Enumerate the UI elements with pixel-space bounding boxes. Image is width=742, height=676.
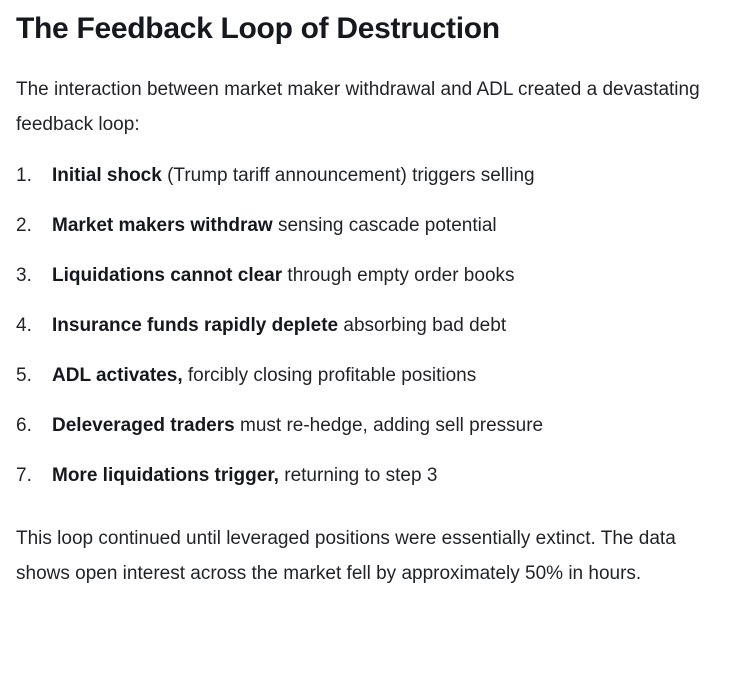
list-item: 7. More liquidations trigger, returning t… (16, 461, 726, 511)
list-item-lead: ADL activates, (52, 365, 183, 386)
list-item-rest: through empty order books (282, 265, 515, 286)
list-item-marker: 3. (16, 265, 32, 286)
intro-paragraph: The interaction between market maker wit… (16, 79, 700, 135)
list-item-marker: 2. (16, 215, 32, 236)
list-item-lead: Deleveraged traders (52, 415, 235, 436)
list-item-marker: 4. (16, 315, 32, 336)
list-item-lead: Market makers withdraw (52, 215, 273, 236)
list-item-marker: 1. (16, 165, 32, 186)
list-item-lead: Liquidations cannot clear (52, 265, 283, 286)
list-item-marker: 5. (16, 365, 32, 386)
list-item: 2. Market makers withdraw sensing cascade… (16, 211, 726, 261)
list-item: 3. Liquidations cannot clear through empt… (16, 261, 726, 311)
list-item-lead: Insurance funds rapidly deplete (52, 315, 339, 336)
list-item-marker: 7. (16, 465, 32, 486)
list-item-marker: 6. (16, 415, 32, 436)
list-item-rest: must re-hedge, adding sell pressure (234, 415, 544, 436)
list-item: 6. Deleveraged traders must re-hedge, add… (16, 411, 726, 461)
list-item: 5. ADL activates, forcibly closing profit… (16, 361, 726, 411)
list-item-rest: absorbing bad debt (338, 315, 507, 336)
closing-paragraph: This loop continued until leveraged posi… (16, 528, 676, 584)
list-item: 4. Insurance funds rapidly deplete absorb… (16, 311, 726, 361)
list-item-rest: forcibly closing profitable positions (182, 365, 477, 386)
list-item-rest: sensing cascade potential (272, 215, 497, 236)
list-item-lead: Initial shock (52, 165, 162, 186)
page-title: The Feedback Loop of Destruction (16, 12, 500, 45)
list-item-rest: returning to step 3 (278, 465, 438, 486)
list-item-lead: More liquidations trigger, (52, 465, 279, 486)
list-item: 1. Initial shock (Trump tariff announceme… (16, 161, 726, 211)
feedback-loop-steps-list: 1. Initial shock (Trump tariff announceme… (16, 142, 726, 511)
list-item-rest: (Trump tariff announcement) triggers sel… (161, 165, 535, 186)
